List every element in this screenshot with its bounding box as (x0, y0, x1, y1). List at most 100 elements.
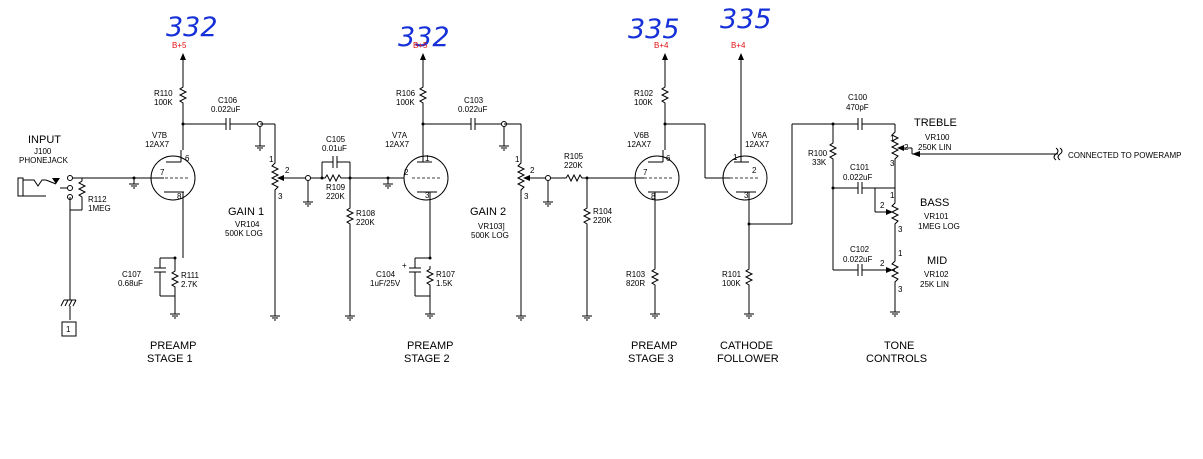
pin-t1-plate: 6 (185, 154, 190, 163)
label-V6B: V6B (634, 131, 649, 140)
value-R103: 820R (626, 279, 645, 288)
value-C105: 0.01uF (322, 144, 347, 153)
value-V7A: 12AX7 (385, 140, 410, 149)
label-R105: R105 (564, 152, 584, 161)
input-title: INPUT (28, 134, 61, 146)
value-V6A: 12AX7 (745, 140, 770, 149)
pin-t2-plate: 1 (425, 154, 430, 163)
value-C103: 0.022uF (458, 105, 487, 114)
input-jack-ref: J100 (34, 147, 52, 156)
stage-2-line1: PREAMP (407, 340, 453, 352)
value-R104: 220K (593, 216, 612, 225)
pin-t3-cathode: 8 (651, 192, 656, 201)
poweramp-note: CONNECTED TO POWERAMP (1068, 151, 1182, 160)
value-C101: 0.022uF (843, 173, 872, 182)
handwritten-note-3: 335 (628, 14, 680, 45)
ground-connector-number: 1 (66, 325, 71, 334)
stage-1-line1: PREAMP (150, 340, 196, 352)
label-C102: C102 (850, 245, 870, 254)
pot-gain2 (516, 160, 546, 310)
label-R111: R111 (181, 271, 199, 280)
polarity-mark: + (402, 261, 407, 270)
label-V7A: V7A (392, 131, 408, 140)
value-R107: 1.5K (436, 279, 453, 288)
label-C104: C104 (376, 270, 396, 279)
value-R106: 100K (396, 98, 415, 107)
pot-bass-pin3: 3 (898, 225, 903, 234)
label-R104: R104 (593, 207, 613, 216)
value-C106: 0.022uF (211, 105, 240, 114)
value-R110: 100K (154, 98, 173, 107)
treble-title: TREBLE (914, 117, 957, 129)
rail-label-3: B+4 (654, 41, 669, 50)
pot-bass (874, 188, 900, 258)
tube-V6A (722, 150, 768, 201)
mid-ref: VR102 (924, 270, 949, 279)
pin-t3-plate: 6 (666, 154, 671, 163)
label-R100: R100 (808, 149, 828, 158)
pin-t4-grid: 2 (752, 166, 757, 175)
gain2-ref: VR103] (478, 222, 505, 231)
pot-treble-pin2: 2 (904, 143, 909, 152)
value-C102: 0.022uF (843, 255, 872, 264)
chassis-ground-symbol (60, 299, 77, 337)
pot-mid-pin1: 1 (898, 249, 903, 258)
gain2-value: 500K LOG (471, 231, 509, 240)
pin-t3-grid: 7 (643, 168, 648, 177)
pot-gain2-pin2: 2 (530, 166, 535, 175)
pot-gain2-pin1: 1 (515, 155, 520, 164)
pot-gain1-pin3: 3 (278, 192, 283, 201)
value-R105: 220K (564, 161, 583, 170)
input-jack-type: PHONEJACK (19, 156, 69, 165)
pot-mid (886, 258, 900, 306)
pot-mid-pin3: 3 (898, 285, 903, 294)
value-R109: 220K (326, 192, 345, 201)
pot-bass-pin2: 2 (880, 201, 885, 210)
label-R106: R106 (396, 89, 416, 98)
pin-t2-cathode: 3 (425, 191, 430, 200)
label-R101: R101 (722, 270, 742, 279)
label-R108: R108 (356, 209, 376, 218)
label-C106: C106 (218, 96, 238, 105)
label-R112: R112 (88, 195, 107, 204)
value-C104: 1uF/25V (370, 279, 401, 288)
pot-gain2-pin3: 3 (524, 192, 529, 201)
stage-1-line2: STAGE 1 (147, 353, 193, 365)
gain2-title: GAIN 2 (470, 206, 506, 218)
stage-5-line1: TONE (884, 340, 914, 352)
stage-5-line2: CONTROLS (866, 353, 927, 365)
bass-title: BASS (920, 197, 949, 209)
stage-4-line2: FOLLOWER (717, 353, 779, 365)
value-C100: 470pF (846, 103, 869, 112)
label-R107: R107 (436, 270, 456, 279)
pot-gain1-pin2: 2 (285, 166, 290, 175)
value-V7B: 12AX7 (145, 140, 170, 149)
label-V7B: V7B (152, 131, 167, 140)
label-C101: C101 (850, 163, 870, 172)
gain1-value: 500K LOG (225, 229, 263, 238)
value-C107: 0.68uF (118, 279, 143, 288)
bass-value: 1MEG LOG (918, 222, 960, 231)
label-R103: R103 (626, 270, 646, 279)
handwritten-note-1: 332 (166, 12, 218, 43)
label-R102: R102 (634, 89, 654, 98)
pin-t4-cathode: 3 (744, 191, 749, 200)
tube-V6B (634, 150, 680, 201)
pin-t2-grid: 2 (404, 168, 409, 177)
label-C103: C103 (464, 96, 484, 105)
pot-gain1 (270, 160, 306, 310)
label-C107: C107 (122, 270, 142, 279)
label-R110: R110 (154, 89, 173, 98)
stage-3-line2: STAGE 3 (628, 353, 674, 365)
label-R109: R109 (326, 183, 346, 192)
mid-title: MID (927, 255, 947, 267)
pot-treble (890, 124, 1058, 162)
value-R100: 33K (812, 158, 827, 167)
mid-value: 25K LIN (920, 280, 949, 289)
value-R108: 220K (356, 218, 375, 227)
tube-V7A (403, 150, 449, 201)
input-jack-symbol (17, 175, 164, 300)
stage-2-line2: STAGE 2 (404, 353, 450, 365)
gain1-ref: VR104 (235, 220, 260, 229)
